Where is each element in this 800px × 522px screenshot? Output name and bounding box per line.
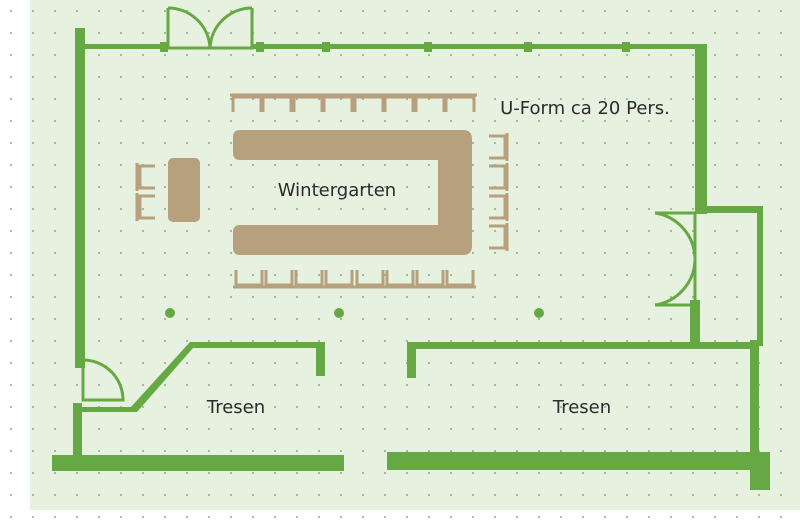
chair — [489, 224, 507, 250]
chairs-right-side — [489, 133, 509, 251]
bar-counters — [75, 342, 759, 412]
chair — [444, 95, 476, 112]
chair — [414, 95, 446, 112]
side-table — [168, 158, 200, 222]
chair — [322, 95, 354, 112]
layout-label: U-Form ca 20 Pers. — [500, 98, 670, 119]
chair — [264, 270, 294, 287]
chair — [324, 270, 354, 287]
chair — [138, 164, 155, 190]
chairs-side-table — [135, 163, 155, 221]
chair — [415, 270, 445, 287]
chair — [383, 95, 415, 112]
u-table — [233, 130, 472, 255]
chair — [489, 194, 507, 220]
chairs-bottom-row — [233, 270, 476, 289]
chair — [138, 194, 155, 220]
door-top — [166, 6, 254, 50]
walls — [52, 28, 770, 490]
chair — [489, 134, 507, 160]
chair — [294, 270, 324, 287]
chair — [489, 164, 507, 190]
room-label-wintergarten: Wintergarten — [278, 180, 396, 201]
chair — [355, 270, 385, 287]
chairs-top-row — [230, 93, 477, 112]
door-right — [654, 211, 697, 307]
chair — [234, 270, 264, 287]
chair — [261, 95, 293, 112]
chair — [445, 270, 475, 287]
bar-label-right: Tresen — [552, 397, 611, 418]
chair — [385, 270, 415, 287]
chair — [353, 95, 385, 112]
chair — [231, 95, 263, 112]
chair — [292, 95, 324, 112]
bar-label-left: Tresen — [206, 397, 265, 418]
columns — [165, 308, 544, 318]
door-left — [81, 358, 125, 402]
